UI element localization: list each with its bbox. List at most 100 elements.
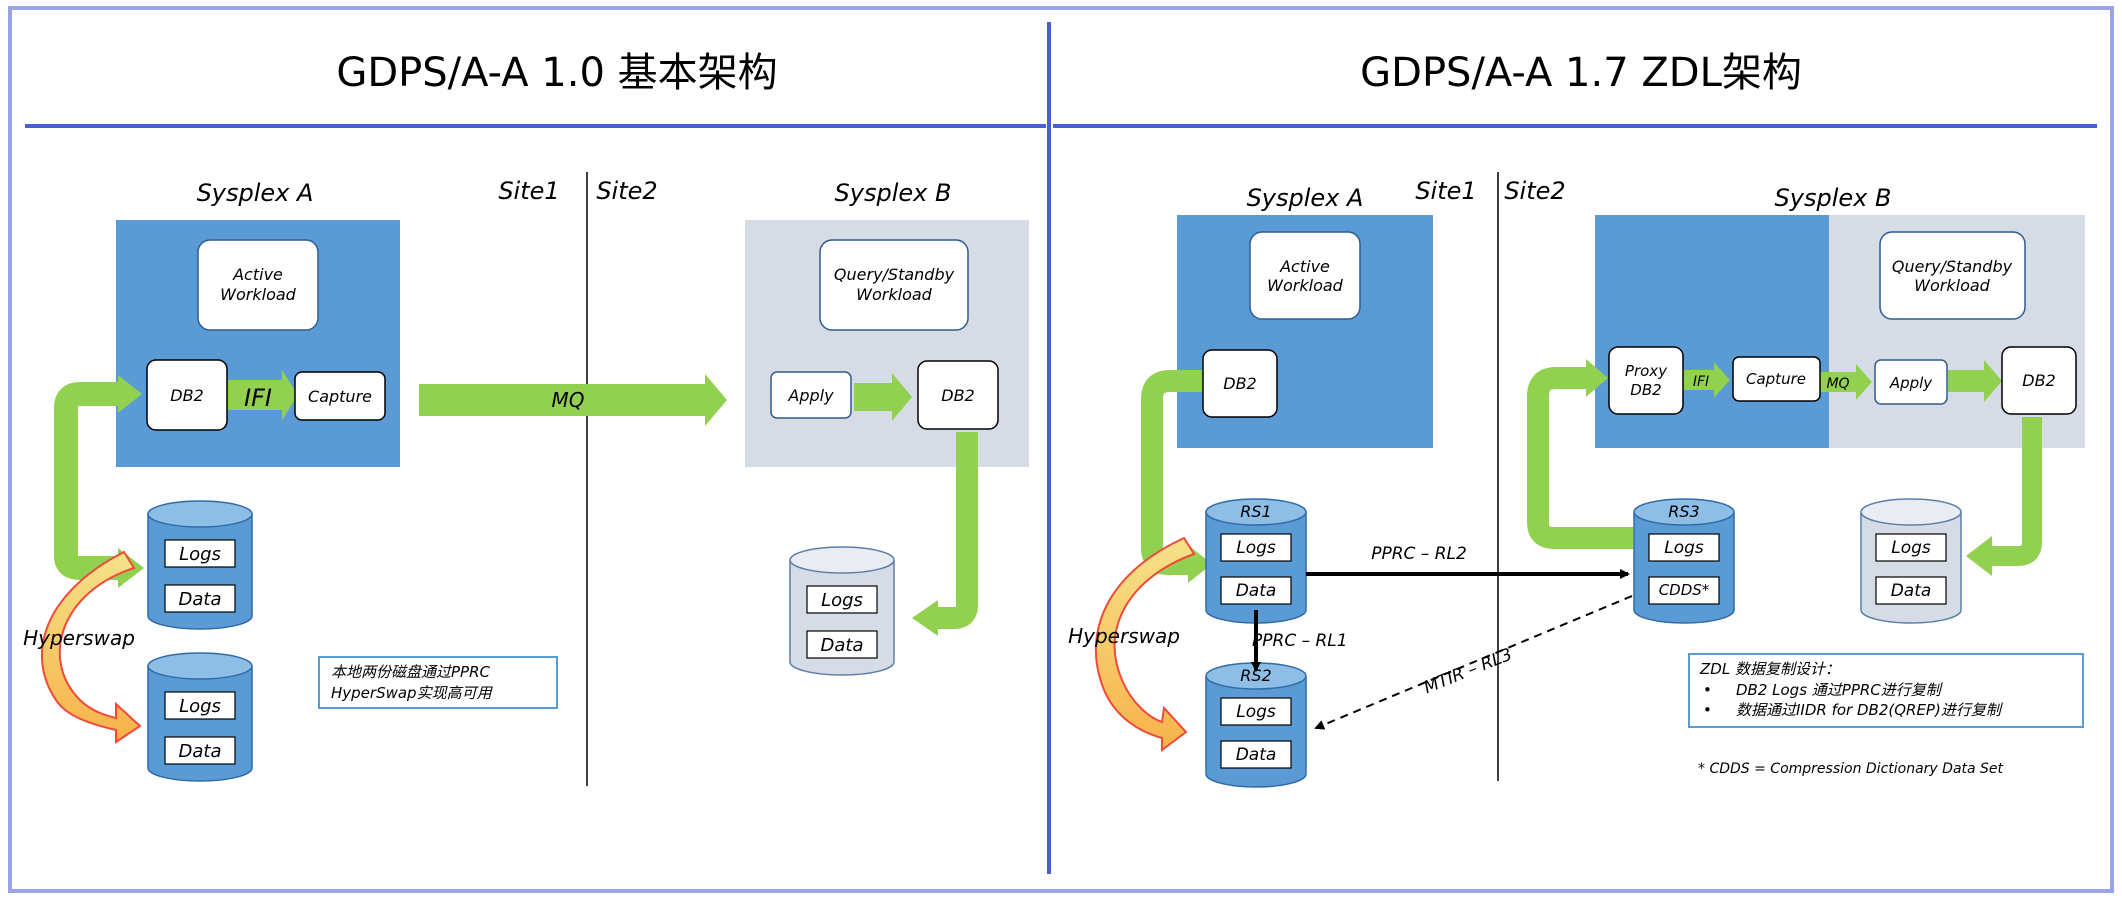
right-disk-arrowhead [1966, 536, 1992, 576]
right-capture-box [1732, 356, 1821, 402]
left-capture-label: Capture [308, 387, 372, 406]
left-active-workload-line2: Workload [220, 285, 296, 304]
right-apply-box [1874, 359, 1948, 405]
right-sysplex-b-label: Sysplex B [1775, 184, 1892, 212]
right-mq-arrow [1818, 364, 1872, 400]
right-rs3-proxy-arrow [1527, 367, 1633, 549]
right-proxy-db2-box [1608, 346, 1684, 415]
left-db2-b-label: DB2 [941, 386, 974, 405]
left-db2-logs-arrow [54, 382, 118, 580]
right-db2-b-box [2001, 346, 2077, 415]
rs2-label: RS2 [1240, 666, 1271, 685]
left-query-workload-box [819, 239, 969, 331]
right-hyperswap-arrow [1095, 536, 1196, 752]
zdl-note-bullet-1: • [1703, 681, 1712, 699]
zdl-note-box [1688, 653, 2084, 728]
right-site2-disk: Logs Data [1860, 498, 1962, 624]
right-hyperswap-label: Hyperswap [1068, 624, 1180, 648]
right-rs2-disk: RS2 Logs Data [1205, 662, 1307, 788]
right-title: GDPS/A-A 1.7 ZDL架构 [1360, 50, 1802, 96]
right-query-workload-line2: Workload [1914, 276, 1990, 295]
rs3-cdds: CDDS* [1659, 581, 1710, 599]
left-site2-logs: Logs [821, 590, 863, 611]
zdl-note-item-2: 数据通过IIDR for DB2(QREP)进行复制 [1736, 701, 2004, 719]
right-apply-label: Apply [1889, 374, 1933, 392]
left-site2-disk: Logs Data [789, 546, 895, 676]
right-rs3-disk: RS3 Logs CDDS* [1633, 498, 1735, 624]
zdl-note-bullet-2: • [1703, 701, 1712, 719]
left-secondary-data: Data [179, 741, 222, 762]
left-active-workload-box [197, 239, 319, 331]
right-site2-logs: Logs [1891, 538, 1931, 558]
left-hyperswap-label: Hyperswap [23, 626, 135, 650]
right-active-workload-line2: Workload [1267, 276, 1343, 295]
rs1-logs: Logs [1236, 538, 1276, 558]
right-db2-label: DB2 [1223, 374, 1256, 393]
left-note-line1: 本地两份磁盘通过PPRC [331, 663, 491, 681]
left-query-workload-line1: Query/Standby [834, 265, 955, 284]
mtir-rl3-label: MTIR – RL3 [1421, 645, 1515, 698]
right-db2-disk-arrow [1990, 417, 2042, 566]
right-mq-label: MQ [1826, 376, 1849, 392]
left-mq-label: MQ [552, 388, 585, 412]
left-apply-box [770, 371, 852, 419]
left-sysplex-a-label: Sysplex A [197, 179, 314, 207]
left-query-workload-line2: Workload [856, 285, 932, 304]
mtir-rl3-arrow [1314, 595, 1633, 730]
cdds-footnote: * CDDS = Compression Dictionary Data Set [1698, 761, 2004, 777]
left-apply-label: Apply [787, 386, 834, 405]
left-db2-box [146, 359, 228, 431]
right-db2-b-label: DB2 [2022, 371, 2055, 390]
pprc-rl1-label: PPRC – RL1 [1252, 631, 1348, 651]
rs2-data: Data [1236, 745, 1277, 765]
left-db2-b-box [917, 360, 999, 430]
pprc-rl2-label: PPRC – RL2 [1371, 544, 1467, 564]
right-sysplex-a-label: Sysplex A [1247, 184, 1364, 212]
right-ifi-label: IFI [1693, 374, 1709, 390]
right-apply-arrow [1948, 360, 2002, 402]
left-db2-to-disk-arrowhead [912, 600, 938, 636]
left-site1-label: Site1 [498, 177, 559, 205]
left-title: GDPS/A-A 1.0 基本架构 [336, 50, 777, 96]
left-site2-data: Data [821, 635, 864, 656]
right-active-workload-line1: Active [1279, 257, 1330, 276]
left-primary-logs: Logs [179, 544, 221, 565]
rs3-label: RS3 [1668, 502, 1699, 521]
left-db2-to-disk-arrow [935, 432, 978, 629]
left-mq-arrow [419, 374, 727, 426]
right-proxy-db2-line1: Proxy [1625, 362, 1668, 380]
left-secondary-disk: Logs Data [147, 652, 253, 782]
left-primary-data: Data [179, 589, 222, 610]
left-site2-label: Site2 [596, 177, 657, 205]
right-query-workload-box [1879, 231, 2026, 320]
left-sysplex-b-label: Sysplex B [835, 179, 952, 207]
left-capture-box [294, 371, 386, 421]
left-ifi-arrow [228, 370, 298, 420]
right-proxy-arrowhead [1586, 359, 1608, 397]
left-note-line2: HyperSwap实现高可用 [331, 684, 494, 702]
zdl-note-item-1: DB2 Logs 通过PPRC进行复制 [1736, 681, 1944, 699]
right-db2-box [1202, 349, 1278, 418]
right-active-workload-box [1249, 231, 1361, 320]
left-db2-label: DB2 [170, 386, 203, 405]
right-proxy-db2-line2: DB2 [1630, 381, 1661, 399]
right-site1-label: Site1 [1415, 177, 1476, 205]
left-primary-disk: Logs Data [147, 500, 253, 630]
rs3-logs: Logs [1664, 538, 1704, 558]
right-site2-label: Site2 [1504, 177, 1565, 205]
zdl-note-title: ZDL 数据复制设计： [1699, 660, 1840, 678]
left-apply-arrow [854, 373, 912, 421]
right-query-workload-line1: Query/Standby [1892, 257, 2013, 276]
left-db2-arrowhead [118, 375, 142, 413]
left-hyperswap-arrow [41, 550, 142, 744]
rs2-logs: Logs [1236, 702, 1276, 722]
right-site2-data: Data [1891, 581, 1932, 601]
right-capture-label: Capture [1746, 370, 1806, 388]
rs1-data: Data [1236, 581, 1277, 601]
left-note-box [318, 656, 558, 709]
left-active-workload-line1: Active [232, 265, 283, 284]
rs1-label: RS1 [1240, 502, 1271, 521]
left-ifi-label: IFI [244, 384, 272, 412]
right-rs1-disk: RS1 Logs Data [1205, 498, 1307, 624]
